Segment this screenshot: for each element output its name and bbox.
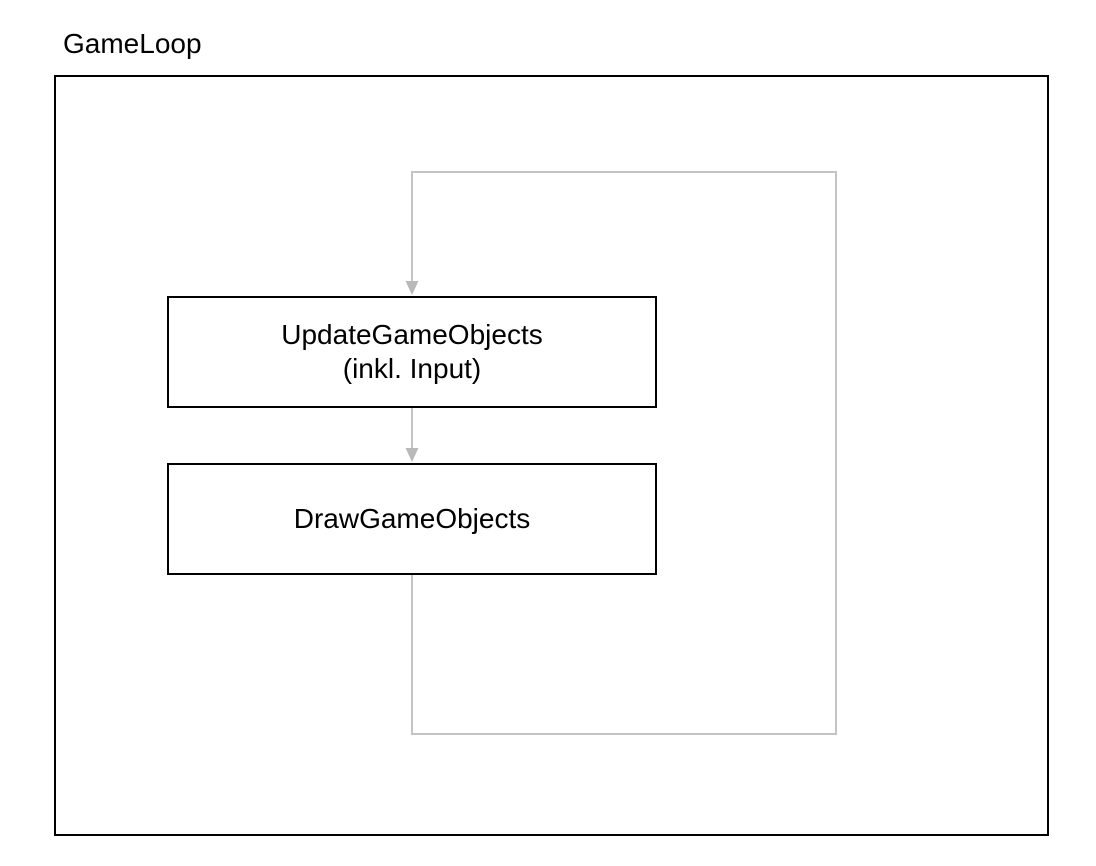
diagram-title: GameLoop: [63, 28, 202, 59]
arrowhead-into-draw-icon: [405, 448, 419, 462]
node-update-label-line2: (inkl. Input): [342, 353, 482, 384]
node-draw-game-objects: DrawGameObjects: [167, 463, 657, 575]
node-update-game-objects: UpdateGameObjects (inkl. Input): [167, 296, 657, 408]
node-draw-label-line1: DrawGameObjects: [293, 503, 531, 534]
loop-connector: [411, 171, 837, 735]
arrowhead-into-update-icon: [405, 281, 419, 295]
node-update-label-line1: UpdateGameObjects: [281, 319, 543, 350]
gameloop-frame: [54, 75, 1049, 836]
